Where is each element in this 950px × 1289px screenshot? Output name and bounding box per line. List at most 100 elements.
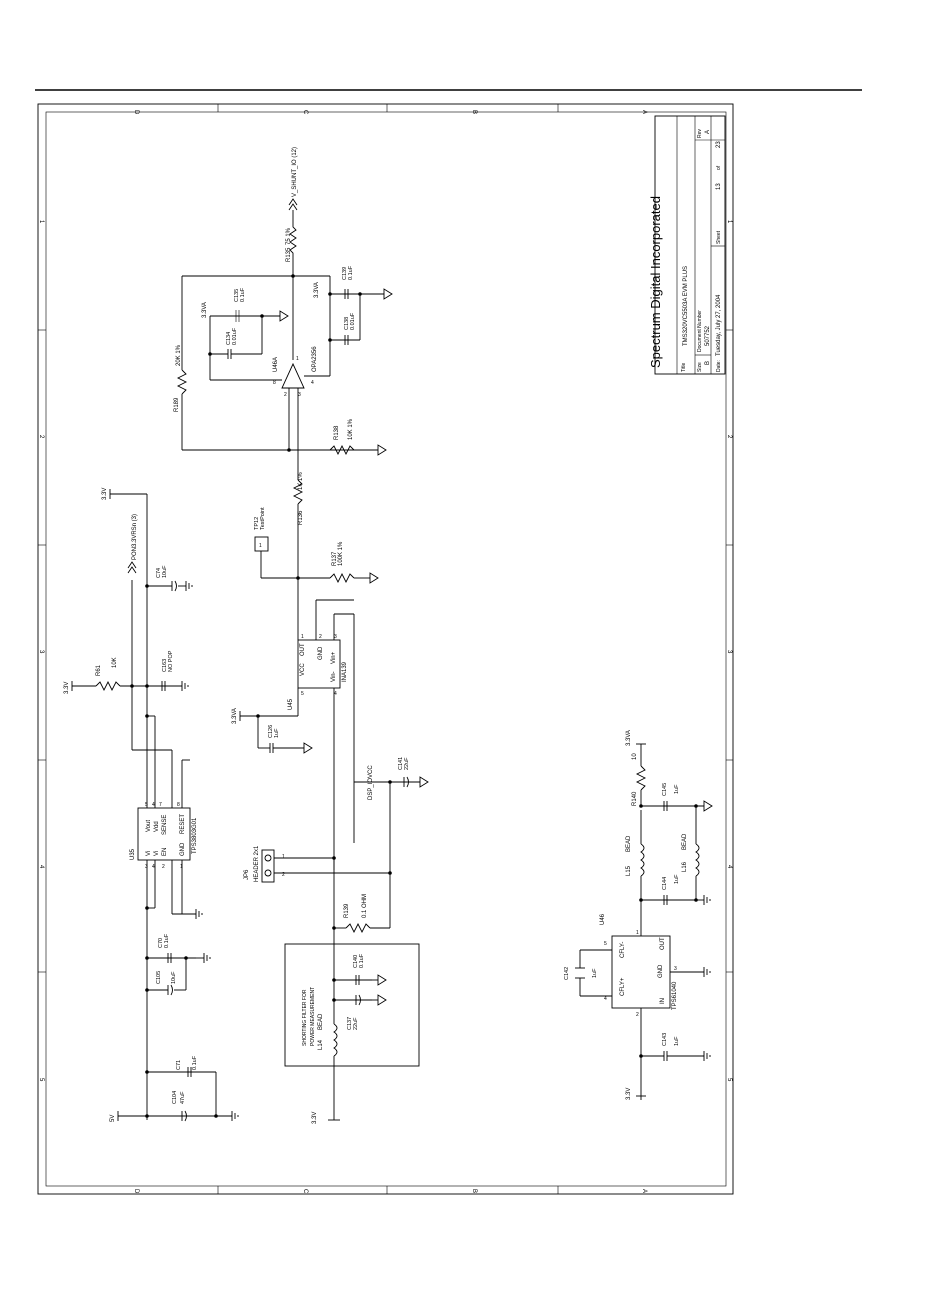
c74-value: 10uF [162,565,168,578]
c105-ref: C105 [156,971,162,984]
ground-icon [383,288,393,300]
ground-icon [419,776,429,788]
ground-icon [231,1111,239,1121]
v33va-net-label: 3.3VA [232,708,238,724]
tp12-ref: TP12 [254,517,260,530]
r137-ref: R137 [332,551,338,566]
l14-inductor [333,1023,338,1057]
v33va-op2-label: 3.3VA [314,282,320,298]
u35-pin2: 2 [162,864,165,870]
v33va-out-label: 3.3VA [626,730,632,746]
u46-pin4: 4 [604,996,607,1002]
r61-resistor [95,680,121,692]
ground-icon [369,572,379,584]
u46a-pin4: 4 [311,380,314,386]
c105-value: 10uF [171,971,177,984]
u46a-part: OPA2356 [312,346,318,372]
zone-letter: A [641,1189,647,1193]
ground-icon [271,310,289,322]
c144-ref: C144 [662,877,668,890]
zone-number: 4 [726,865,732,869]
zone-letter: D [133,110,139,115]
ground-icon [185,581,193,591]
jp6-pin1: 1 [282,854,285,860]
size-value: B [705,361,711,365]
l16-ref: L16 [682,861,688,872]
u46a-pin3: 3 [298,392,301,398]
ground-icon [181,681,189,691]
u45-pin4: 4 [334,691,337,697]
u35-reset: RESET [180,814,186,834]
c137-value: 22uF [353,1017,359,1030]
c145-value: 1uF [674,784,680,794]
date-value: Tuesday, July 27, 2004 [716,294,722,356]
l15-value: BEAD [626,835,632,852]
r135-value: 75 1% [286,227,292,245]
u46-pin3: 3 [674,966,677,972]
r140-resistor [635,765,647,791]
u46-pin1: 1 [636,930,639,936]
u46a-pin2: 2 [284,392,287,398]
size-label: Size [697,362,703,372]
u45-pin5: 5 [301,691,304,697]
pon-connector-icon [127,561,137,574]
zone-letter: C [302,110,308,115]
u35-pin8: 8 [177,802,180,808]
vshunt-connector-icon [288,198,298,211]
r137-resistor [329,572,355,584]
r139-resistor [345,922,371,934]
u35-vi1: Vi [146,851,152,856]
u35-vout: Vout [146,820,152,832]
r138-value: 10K 1% [348,418,354,440]
u35-pin5: 5 [145,802,148,808]
filter-note-1: SHORTING FILTER FOR [302,989,308,1046]
rev-value: A [705,130,711,134]
title-block: Spectrum Digital Incorporated Title TMS3… [648,115,726,375]
r135-resistor: R135 75 1% [286,210,297,276]
sheet-label: Sheet [716,230,722,244]
u45-ref: U45 [288,698,294,710]
u35-vi2: Vi [154,851,160,856]
u35-sense: SENSE [162,815,168,835]
u45-part: INA139 [342,661,348,682]
l14-value: BEAD [318,1013,324,1030]
ground-icon [377,994,387,1006]
zone-number: 5 [726,1078,732,1082]
u35-en: EN [162,848,168,856]
ground-icon [703,800,713,812]
v33-net-label: 3.3V [64,682,70,694]
u45-gnd: GND [318,646,324,660]
c143-value: 1uF [674,1036,680,1046]
ground-icon [703,967,711,977]
c71-value: 0.1uF [192,1055,198,1070]
v33-net-label: 3.3V [102,488,108,500]
u46a-pin8: 8 [273,380,276,386]
c143-ref: C143 [662,1033,668,1046]
ground-icon [703,1051,711,1061]
sheet-number: 13 [716,183,722,190]
zone-number: 1 [726,220,732,224]
zone-letter: A [641,110,647,114]
c71-ref: C71 [176,1060,182,1070]
r189-value: 20K 1% [176,344,182,366]
c140-ref: C140 [353,955,359,968]
ground-icon [195,909,203,919]
u46-pin5: 5 [604,941,607,947]
r138-ref: R138 [334,425,340,440]
company-name: Spectrum Digital Incorporated [648,196,663,368]
u35-pin3: 3 [145,864,148,870]
u45-out: OUT [300,643,306,656]
dsp-iovcc-net-label: DSP_IOVCC [368,765,374,800]
l16-value: BEAD [682,833,688,850]
u45-vcc: VCC [300,663,306,676]
r61-ref: R61 [96,664,102,676]
sheet-total: 23 [716,141,722,148]
jp6-pin2: 2 [282,872,285,878]
v33va-op-label: 3.3VA [202,302,208,318]
board-title: TMS320VC5503A EVM PLUS [683,266,689,346]
c139-ref: C139 [342,267,348,280]
u45-vinp: Vin+ [331,651,337,664]
v5-net-label: 5V [110,1115,116,1122]
